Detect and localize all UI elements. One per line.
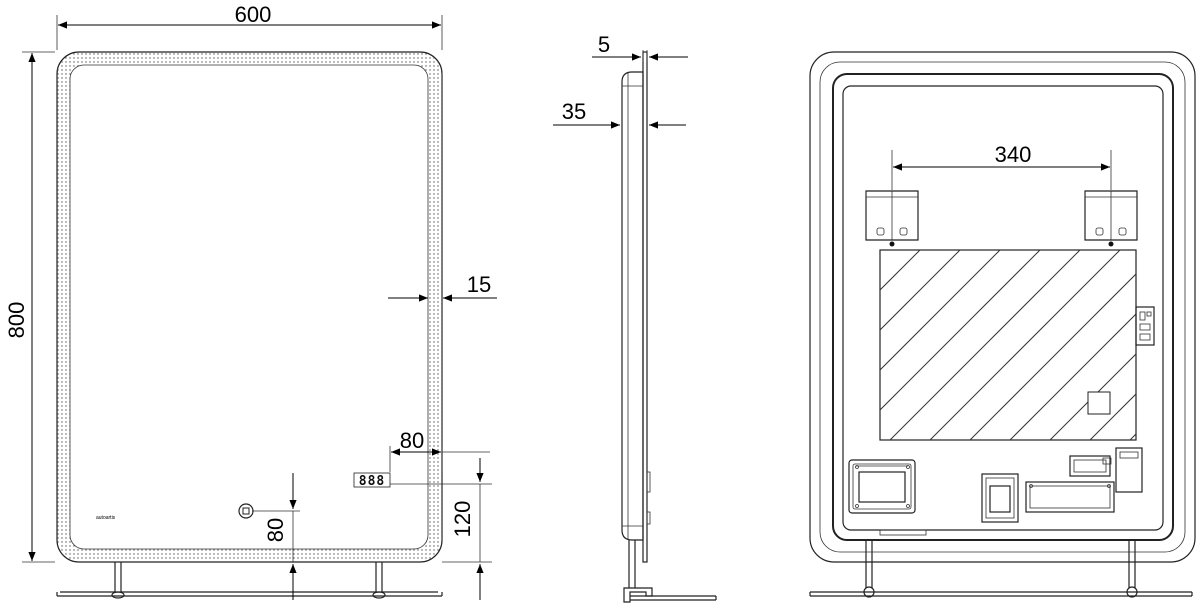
display-readout: 888 xyxy=(359,474,385,489)
rear-back-panel xyxy=(832,73,1174,541)
dim-display-offset-label: 80 xyxy=(400,428,424,453)
touch-sensor-inner xyxy=(242,507,250,515)
side-body xyxy=(621,71,644,541)
dim-led-label: 15 xyxy=(467,272,491,297)
dim-display-height-label: 120 xyxy=(450,501,475,538)
rear-shelf-support-right xyxy=(1126,540,1138,598)
digital-display xyxy=(353,472,391,488)
shelf-support-left xyxy=(111,562,125,599)
dim-total-depth-label: 35 xyxy=(562,99,586,124)
socket-module xyxy=(1115,447,1143,493)
brand-mark: autoartis xyxy=(96,515,116,521)
rear-view: 340 xyxy=(809,51,1196,598)
led-driver-box xyxy=(848,459,916,514)
terminal-block xyxy=(1069,455,1112,477)
side-shelf-clip xyxy=(623,587,653,603)
rear-outer-frame xyxy=(809,51,1196,563)
controller-board xyxy=(1025,481,1115,513)
dim-width-label: 600 xyxy=(235,2,272,27)
side-view: 5 35 xyxy=(553,32,717,603)
dim-height-label: 800 xyxy=(4,302,29,339)
touch-sensor-icon xyxy=(238,503,254,519)
hanging-bracket-left xyxy=(865,190,919,247)
dim-sensor-height-label: 80 xyxy=(263,518,288,542)
hanging-bracket-right xyxy=(1084,190,1138,247)
dim-glass-depth-label: 5 xyxy=(598,32,610,57)
rear-shelf-support-left xyxy=(863,540,875,598)
front-view: 888 autoartis 600 800 xyxy=(4,2,497,600)
transformer-box xyxy=(981,473,1019,523)
shelf-support-right xyxy=(372,562,386,599)
dim-bracket-spacing-label: 340 xyxy=(995,142,1032,167)
mirror-inner-outline xyxy=(69,64,429,550)
rear-side-switch xyxy=(1135,306,1155,346)
